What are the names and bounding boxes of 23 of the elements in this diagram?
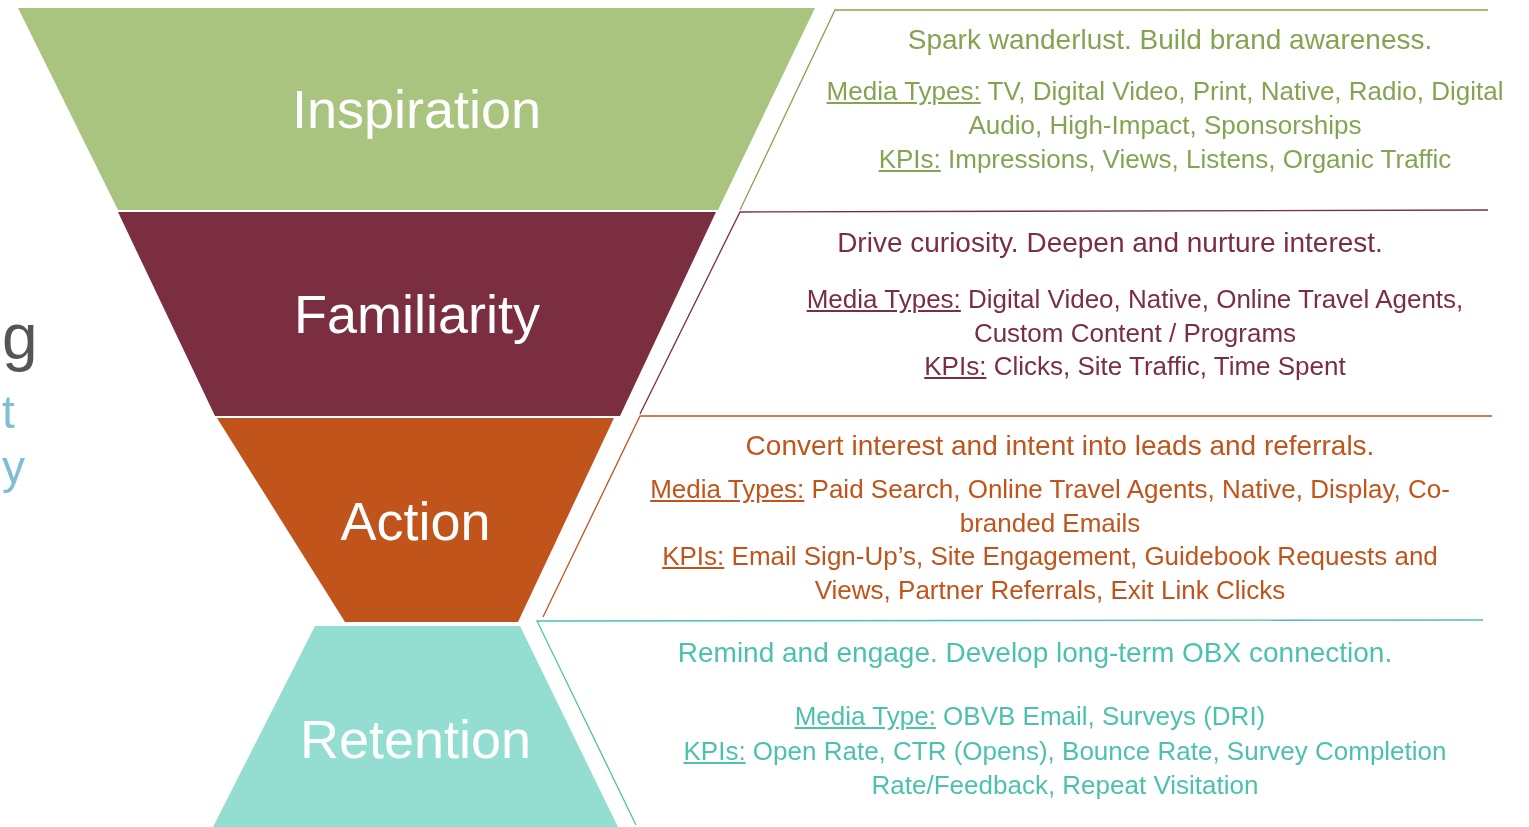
stage-title: Retention [298,708,533,770]
funnel-stage [18,8,815,210]
kpi-text: KPIs: Clicks, Site Traffic, Time Spent [923,350,1347,383]
stage-goal: Spark wanderlust. Build brand awareness. [906,23,1434,57]
kpi-text: KPIs: Impressions, Views, Listens, Organic Traffic [877,143,1453,176]
funnel-stage [118,212,716,416]
stage-title: Inspiration [290,78,543,140]
media-types-text: Media Types: Digital Video, Native, Online Travel Agents, Custom Content / Programs [805,283,1465,350]
stage-title: Action [339,490,492,552]
stage-goal: Drive curiosity. Deepen and nurture interest. [836,226,1384,260]
partial-heading-text: t [2,385,15,439]
media-types-text: Media Types: TV, Digital Video, Print, Native, Radio, Digital Audio, High-Impact, Sponsorships [825,75,1505,142]
partial-heading-text: g [2,300,38,374]
stage-title: Familiarity [293,283,541,345]
funnel-stage [217,418,614,622]
partial-heading-text: y [2,440,25,494]
kpi-text: KPIs: Email Sign-Up’s, Site Engagement, Guidebook Requests and Views, Partner Referrals, Exit Link Clicks [661,540,1439,607]
media-types-text: Media Types: Paid Search, Online Travel Agents, Native, Display, Co-branded Emails [650,473,1450,540]
stage-goal: Remind and engage. Develop long-term OBX connection. [676,636,1394,670]
stage-goal: Convert interest and intent into leads and referrals. [744,429,1376,463]
funnel-stage [213,626,618,827]
media-types-text: Media Type: OBVB Email, Surveys (DRI) [793,700,1267,733]
kpi-text: KPIs: Open Rate, CTR (Opens), Bounce Rate, Survey Completion Rate/Feedback, Repeat Visitation [682,735,1448,802]
